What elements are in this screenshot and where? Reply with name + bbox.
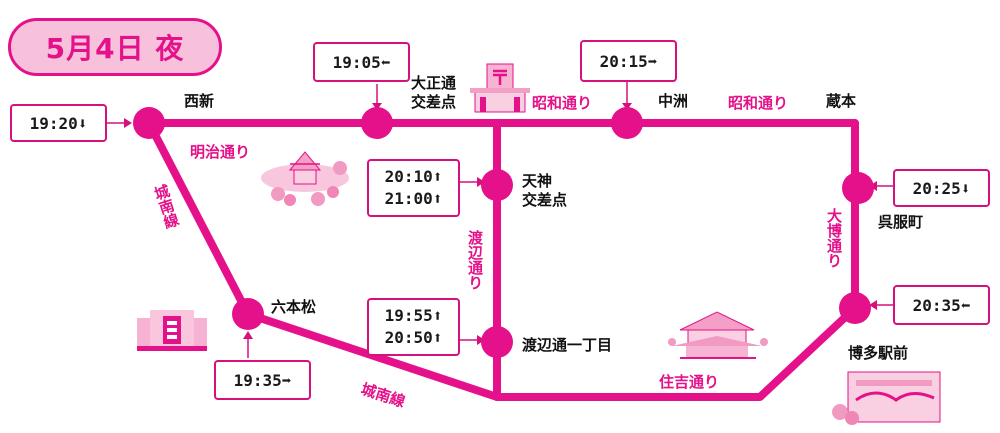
road-sumiyoshi-dori: 住吉通り — [659, 373, 720, 391]
connector-arrows — [124, 103, 877, 345]
road-daihaku-dori: 大博通り — [825, 208, 843, 268]
place-daisho-line1: 大正通 — [411, 74, 457, 92]
road-showa-dori-2: 昭和通り — [728, 94, 789, 112]
stops — [133, 107, 874, 358]
stop-hakata-ekimae — [839, 292, 871, 324]
place-tenjin-line2: 交差点 — [522, 191, 568, 209]
post-office-icon — [470, 63, 530, 113]
stop-daisho-intersection — [361, 107, 393, 139]
stop-gofukumachi — [842, 172, 874, 204]
place-tenjin-line1: 天神 — [522, 172, 553, 190]
time-box-hakata: 20:35⬅ — [893, 285, 990, 325]
place-kuramoto: 蔵本 — [826, 92, 857, 110]
stop-nakasu — [611, 107, 643, 139]
time-box-daisho: 19:05⬅ — [313, 42, 410, 82]
road-showa-dori-1: 昭和通り — [532, 94, 593, 112]
time-box-watanabe: 19:55⬆20:50⬆ — [367, 298, 460, 356]
time-box-gofukumachi: 20:25⬇ — [893, 169, 990, 207]
place-watanabe-1chome: 渡辺通一丁目 — [522, 336, 613, 354]
castle-park-icon — [261, 151, 349, 206]
stadium-icon — [137, 310, 207, 351]
time-box-ropponmatsu: 19:35➡ — [214, 360, 311, 400]
station-icon — [832, 371, 941, 425]
place-hakata-ekimae: 博多駅前 — [848, 344, 909, 362]
place-gofukumachi: 呉服町 — [878, 213, 924, 231]
road-meiji-dori: 明治通り — [190, 143, 251, 161]
date-time-badge: 5月4日 夜 — [8, 18, 222, 76]
stop-seishin — [133, 107, 165, 139]
place-ropponmatsu: 六本松 — [271, 298, 317, 316]
shrine-icon — [668, 311, 768, 359]
time-box-tenjin: 20:10⬆21:00⬆ — [367, 159, 460, 217]
place-seishin: 西新 — [184, 92, 215, 110]
road-watanabe-dori: 渡辺通り — [466, 230, 484, 290]
time-box-nakasu: 20:15➡ — [580, 40, 677, 82]
time-box-seishin: 19:20⬇ — [10, 104, 107, 142]
stop-tenjin-intersection — [481, 169, 513, 201]
connectors — [107, 82, 893, 358]
place-daisho-line2: 交差点 — [411, 93, 457, 111]
stop-ropponmatsu — [232, 298, 264, 330]
stop-watanabe-1chome — [481, 326, 513, 358]
place-nakasu: 中洲 — [658, 92, 689, 110]
